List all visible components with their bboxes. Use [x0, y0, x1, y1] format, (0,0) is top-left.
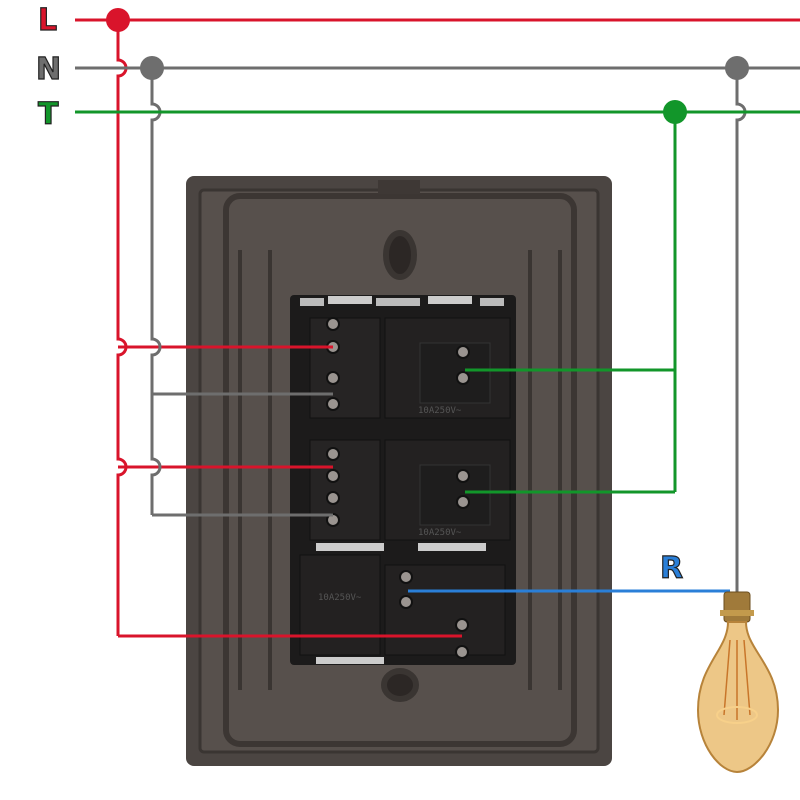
- switch-module-1[interactable]: 10A250V~: [309, 317, 511, 419]
- junction-line: [106, 8, 130, 32]
- screw-hole-bottom: [381, 668, 419, 702]
- switch-modules: 10A250V~ 10A250V~ 10A250V~: [290, 295, 516, 665]
- screw-hole-top: [383, 230, 417, 280]
- label-return: R: [660, 551, 683, 586]
- light-bulb-icon: [696, 591, 780, 774]
- junction-neutral: [140, 56, 164, 80]
- switch-module-2[interactable]: 10A250V~: [309, 439, 511, 541]
- module-rating-1: 10A250V~: [418, 406, 462, 416]
- module-rating-3: 10A250V~: [318, 593, 362, 603]
- junction-earth: [663, 100, 687, 124]
- junction-neutral-lamp: [725, 56, 749, 80]
- module-rating-2: 10A250V~: [418, 528, 462, 538]
- label-line: L: [38, 3, 57, 38]
- label-earth: T: [38, 97, 59, 132]
- label-neutral: N: [36, 52, 61, 87]
